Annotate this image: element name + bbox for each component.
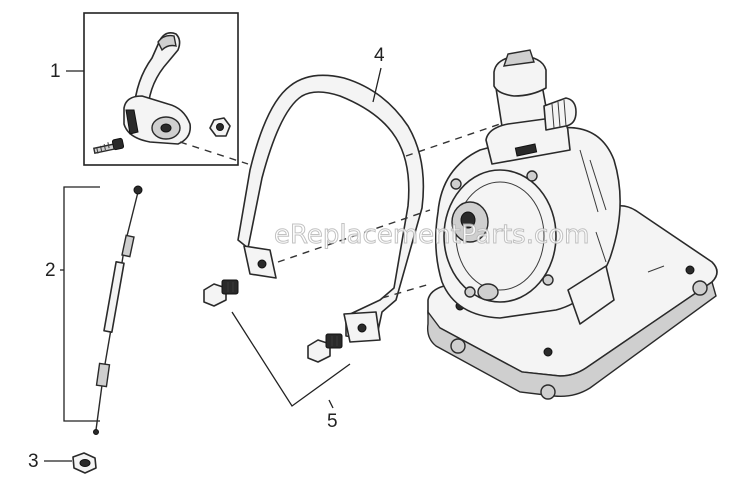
throttle-cable-wire	[95, 191, 139, 431]
callout-label-5: 5	[327, 411, 338, 432]
guide-line-handle-left	[277, 209, 431, 263]
part-1-throttle-lever-group	[83, 12, 249, 166]
guide-line-handle-right	[381, 283, 431, 299]
base-foot-3	[692, 280, 708, 296]
callout-label-3: 3	[28, 451, 39, 472]
part-2-bracket	[63, 186, 100, 422]
callout-label-1: 1	[50, 61, 61, 82]
watermark-text: eReplacementParts.com	[274, 220, 590, 250]
base-foot-1	[450, 338, 466, 354]
base-bolt-3	[685, 265, 695, 275]
callout-3: 3	[28, 451, 72, 472]
priming-cap-handle	[502, 49, 535, 67]
outlet-threads	[551, 99, 567, 129]
cable-fitting-top	[121, 234, 135, 258]
throttle-lever-grip	[157, 34, 177, 52]
handle-outline	[237, 74, 425, 341]
pump-base-edge	[426, 280, 717, 398]
callout-2: 2	[45, 260, 64, 281]
part-2-throttle-cable-group	[63, 185, 143, 435]
pump-hub-center	[460, 211, 476, 229]
part-5-bracket	[231, 311, 351, 407]
callout-4: 4	[372, 45, 385, 103]
handle-right-hole	[357, 323, 367, 333]
throttle-lever-arm	[133, 32, 181, 111]
drain-plug	[477, 283, 499, 301]
pump-leg	[567, 265, 615, 325]
cable-end-top	[133, 185, 143, 195]
cable-fitting-bottom	[95, 362, 111, 388]
callout-label-2: 2	[45, 260, 56, 281]
pump-cover-ring	[455, 181, 545, 291]
base-slot	[647, 265, 665, 273]
throttle-lever-pivot-hole	[160, 123, 172, 133]
lever-screw	[92, 137, 125, 155]
callout-5: 5	[327, 399, 338, 432]
cover-bolt-4	[464, 286, 476, 298]
base-foot-2	[540, 384, 556, 400]
housing-ribs	[579, 149, 607, 263]
cable-end-bottom	[93, 429, 99, 435]
cable-housing	[103, 261, 125, 333]
base-bolt-2	[543, 347, 553, 357]
bolt-lower	[307, 333, 343, 363]
lever-nut	[209, 117, 231, 137]
throttle-lever-shade	[125, 109, 139, 135]
callout-1: 1	[50, 61, 84, 82]
bolt-upper	[203, 279, 239, 307]
pump-assembly	[426, 49, 718, 400]
part-3-nut	[72, 452, 97, 474]
part-5-bolts-group	[203, 279, 351, 407]
cover-bolt-2	[526, 170, 538, 182]
housing-tag	[514, 143, 538, 157]
callout-label-4: 4	[374, 45, 385, 66]
cover-bolt-1	[450, 178, 462, 190]
part-4-carry-handle	[237, 74, 501, 343]
cover-bolt-3	[542, 274, 554, 286]
handle-left-hole	[257, 259, 267, 269]
guide-line-handle-top	[405, 123, 501, 157]
